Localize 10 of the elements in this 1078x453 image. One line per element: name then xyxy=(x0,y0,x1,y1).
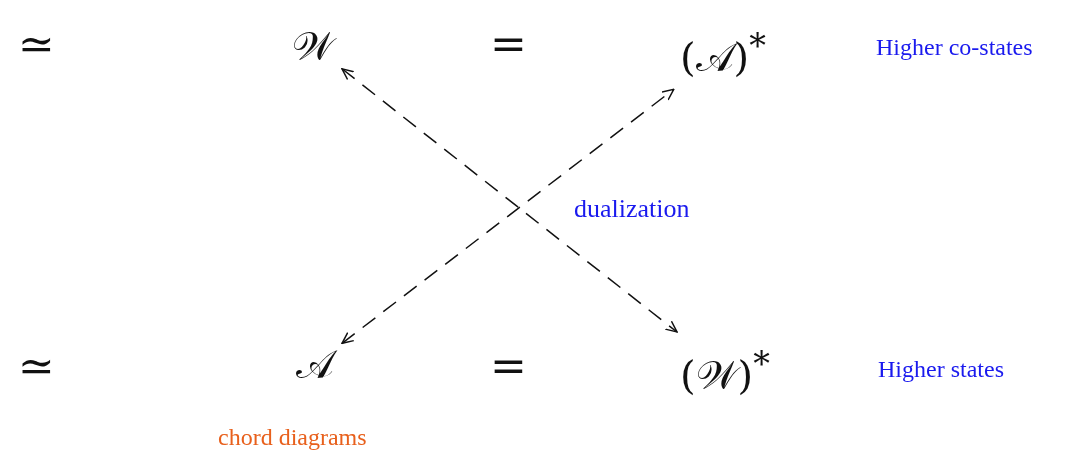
equals-sign: = xyxy=(490,18,527,69)
annotation-text: chord diagrams xyxy=(218,424,367,451)
math-symbol: (𝒜)$^{*}$ xyxy=(680,22,766,82)
math-symbol: (𝒲)$^{*}$ xyxy=(680,340,770,400)
annotation-text: Higher states xyxy=(878,356,1004,383)
annotation-text: Higher co-states xyxy=(876,34,1033,61)
approx-sign: ≃ xyxy=(18,18,55,69)
approx-sign: ≃ xyxy=(18,340,55,391)
annotation-text: dualization xyxy=(574,194,690,224)
equals-sign: = xyxy=(490,340,527,391)
